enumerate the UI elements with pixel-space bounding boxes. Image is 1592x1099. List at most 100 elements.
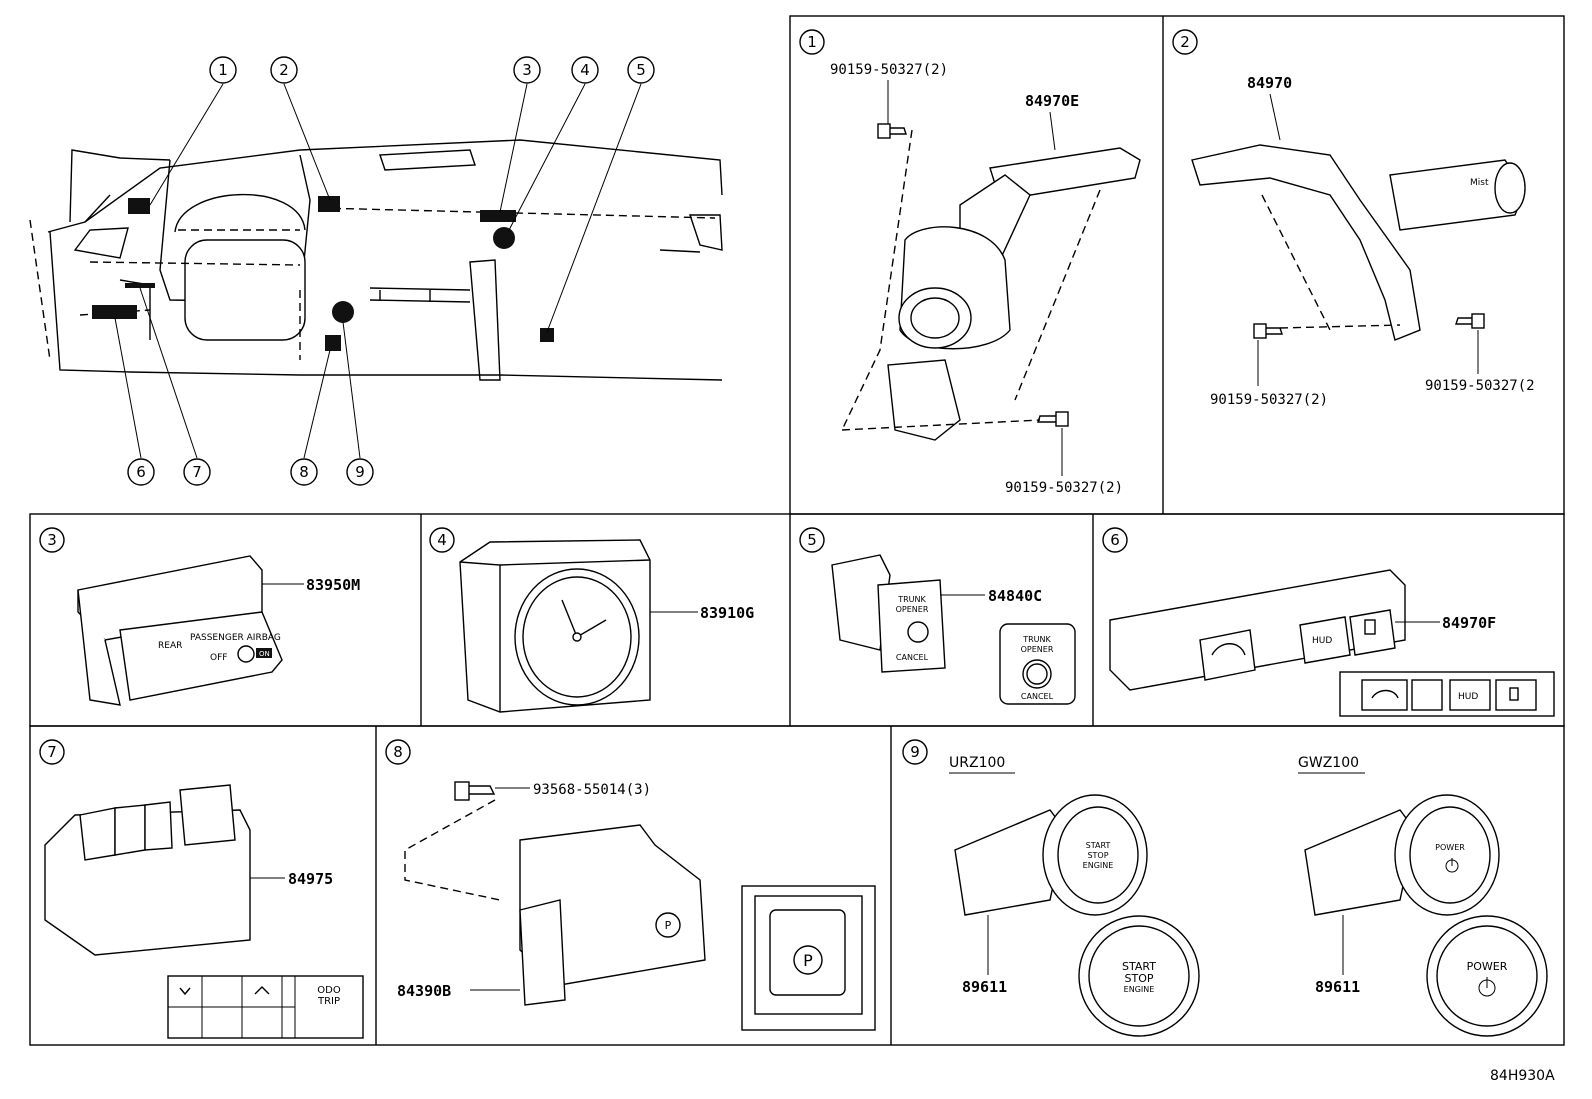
svg-text:HUD: HUD (1458, 692, 1478, 702)
panel-1: 1 90159-50327(2) 84970E 90159-50327(2) (799, 29, 1141, 496)
svg-text:7: 7 (192, 463, 202, 481)
screw-icon (1455, 313, 1485, 329)
panel-1-part-number: 84970E (1025, 92, 1079, 110)
svg-text:6: 6 (1110, 531, 1120, 549)
svg-text:OFF: OFF (210, 653, 227, 663)
panel-5: 5 TRUNK OPENER CANCEL 84840C TRUNK OPENE… (799, 527, 1076, 705)
dashboard-overview (29, 83, 723, 459)
svg-text:ODO: ODO (317, 985, 341, 996)
power-icon (1445, 858, 1459, 873)
overview-callout-9: 9 (346, 458, 374, 486)
svg-text:OPENER: OPENER (1021, 645, 1054, 654)
overview-callout-5: 5 (627, 56, 655, 84)
svg-text:1: 1 (807, 33, 817, 51)
svg-text:POWER: POWER (1467, 960, 1508, 973)
switch-face-detail: ODO TRIP (167, 975, 364, 1039)
combination-switch-body (1191, 144, 1421, 341)
panel-2-part-number: 84970 (1247, 74, 1292, 92)
svg-text:8: 8 (393, 743, 403, 761)
panel-9-model-right: GWZ100 (1298, 755, 1359, 771)
overview-callout-2: 2 (270, 56, 298, 84)
airbag-indicator-face (119, 611, 283, 701)
panel-9-callout (902, 739, 928, 765)
overview-callout-7: 7 (183, 458, 211, 486)
panel-9: 9 URZ100 GWZ100 START STOP ENGINE 89611 … (902, 739, 1548, 1037)
svg-text:4: 4 (437, 531, 447, 549)
svg-text:ENGINE: ENGINE (1083, 861, 1114, 870)
svg-text:2: 2 (279, 61, 289, 79)
panel-6: 6 HUD 84970F HUD (1102, 527, 1555, 717)
chevron-down-icon (179, 987, 191, 996)
diagram-reference-number: 84H930A (1490, 1068, 1555, 1084)
svg-text:TRUNK: TRUNK (897, 595, 926, 604)
svg-text:ON: ON (259, 650, 270, 658)
panel-7-part-number: 84975 (288, 870, 333, 888)
panel-9-part-number-right: 89611 (1315, 978, 1360, 996)
overview-callout-4: 4 (571, 56, 599, 84)
panel-6-callout (1102, 527, 1128, 553)
panel-9-model-left: URZ100 (949, 755, 1005, 771)
overview-callout-6: 6 (127, 458, 155, 486)
svg-text:TRIP: TRIP (317, 996, 340, 1007)
screw-icon (877, 123, 907, 139)
panel-6-part-number: 84970F (1442, 614, 1496, 632)
svg-text:REAR: REAR (158, 641, 182, 651)
svg-text:OPENER: OPENER (896, 605, 929, 614)
svg-text:ENGINE: ENGINE (1124, 985, 1155, 994)
svg-text:CANCEL: CANCEL (1021, 692, 1054, 701)
chevron-up-icon (254, 986, 270, 995)
svg-text:3: 3 (47, 531, 57, 549)
svg-text:PASSENGER AIRBAG: PASSENGER AIRBAG (190, 633, 281, 643)
panel-4-callout (429, 527, 455, 553)
panel-2-screw-left-part-number: 90159-50327(2) (1210, 392, 1328, 408)
svg-text:9: 9 (910, 743, 920, 761)
panel-8-part-number: 84390B (397, 982, 451, 1000)
svg-text:P: P (665, 919, 672, 932)
svg-text:5: 5 (636, 61, 646, 79)
svg-text:START: START (1122, 960, 1156, 973)
power-button-detail: POWER (1426, 915, 1548, 1037)
svg-text:STOP: STOP (1087, 851, 1108, 860)
panel-8: 8 93568-55014(3) P 84390B P (385, 739, 876, 1031)
panel-5-callout (799, 527, 825, 553)
panel-3-part-number: 83950M (306, 576, 360, 594)
svg-text:TRUNK: TRUNK (1022, 635, 1051, 644)
svg-text:Mist: Mist (1470, 178, 1489, 188)
panel-2-callout (1172, 29, 1198, 55)
svg-text:9: 9 (355, 463, 365, 481)
panel-3: 3 REAR PASSENGER AIRBAG OFF ON 83950M (39, 527, 360, 706)
switch-face-detail: P (741, 885, 876, 1031)
panel-4: 4 83910G (429, 527, 754, 713)
overview-callout-8: 8 (290, 458, 318, 486)
clock-icon (514, 568, 640, 706)
panel-2-screw-right-part-number: 90159-50327(2 (1425, 378, 1535, 394)
screw-icon (1253, 323, 1283, 339)
panel-1-screw-bottom-part-number: 90159-50327(2) (1005, 480, 1123, 496)
panel-3-callout (39, 527, 65, 553)
panel-7: 7 84975 ODO TRIP (39, 739, 364, 1039)
screw-icon (1037, 411, 1069, 427)
svg-text:7: 7 (47, 743, 57, 761)
panel-8-callout (385, 739, 411, 765)
switch-face-detail: HUD (1339, 671, 1555, 717)
svg-text:5: 5 (807, 531, 817, 549)
svg-text:8: 8 (299, 463, 309, 481)
svg-text:HUD: HUD (1312, 636, 1332, 646)
panel-8-screw-part-number: 93568-55014(3) (533, 782, 651, 798)
screw-icon (454, 781, 496, 801)
overview-callout-1: 1 (209, 56, 237, 84)
svg-text:POWER: POWER (1435, 843, 1465, 852)
panel-1-screw-top-part-number: 90159-50327(2) (830, 62, 948, 78)
svg-text:CANCEL: CANCEL (896, 653, 929, 662)
panel-frames (29, 15, 1565, 1046)
svg-text:3: 3 (522, 61, 532, 79)
svg-text:2: 2 (1180, 33, 1190, 51)
panel-9-part-number-left: 89611 (962, 978, 1007, 996)
panel-5-part-number: 84840C (988, 587, 1042, 605)
svg-text:6: 6 (136, 463, 146, 481)
svg-text:1: 1 (218, 61, 228, 79)
panel-1-callout (799, 29, 825, 55)
start-stop-button-detail: START STOP ENGINE (1078, 915, 1200, 1037)
panel-7-callout (39, 739, 65, 765)
